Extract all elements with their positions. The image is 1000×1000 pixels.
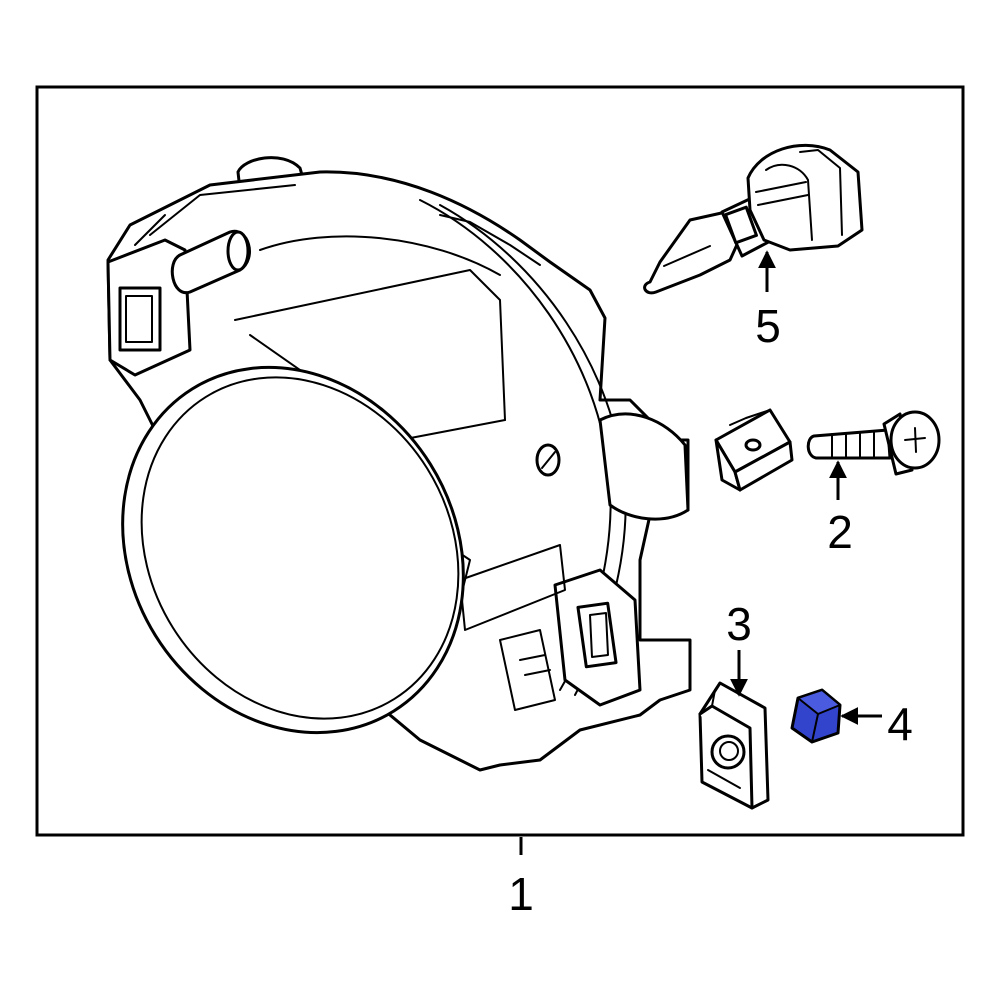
- fog-lamp-bulb[interactable]: [643, 143, 864, 295]
- callout-housing: 1: [508, 868, 534, 920]
- mounting-bolt[interactable]: [806, 410, 941, 476]
- diagram-frame: [35, 85, 965, 837]
- callout-nut: 4: [887, 698, 913, 750]
- bolt-retainer-plate[interactable]: [714, 408, 794, 492]
- retaining-clip[interactable]: [698, 681, 770, 810]
- fog-lamp-housing[interactable]: [55, 156, 692, 797]
- hex-nut[interactable]: [790, 688, 842, 744]
- callout-clip: 3: [726, 598, 752, 650]
- callout-bulb: 5: [755, 300, 781, 352]
- callout-bolt: 2: [827, 506, 853, 558]
